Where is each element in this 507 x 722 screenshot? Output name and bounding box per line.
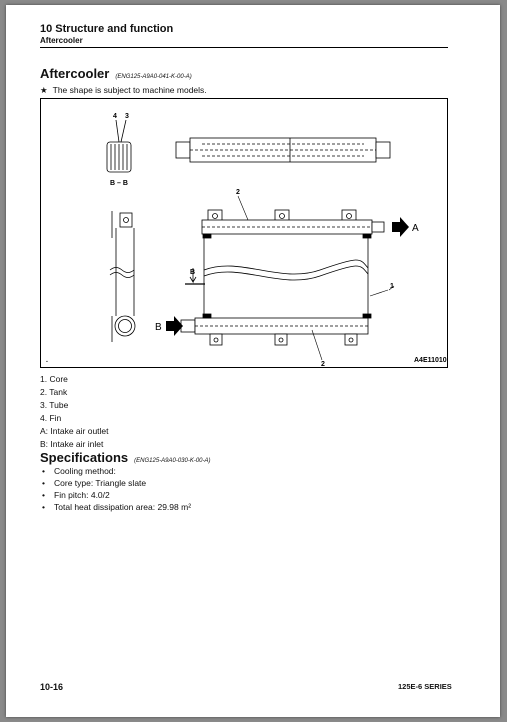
section-view-b-b: [106, 119, 132, 173]
legend-item: 3. Tube: [40, 400, 69, 410]
section-title: 10 Structure and function: [40, 23, 174, 35]
arrow-a-label: A: [412, 223, 419, 234]
legend-list: 1. Core 2. Tank 3. Tube 4. Fin A: Intake…: [40, 373, 109, 451]
front-view: [180, 209, 385, 346]
callout-tube: 3: [125, 113, 129, 120]
specifications-title-text: Specifications: [40, 450, 129, 465]
legend-item: 2. Tank: [40, 387, 68, 397]
spec-item: Core type: Triangle slate: [40, 477, 191, 489]
outlet-arrow-icon: [392, 217, 409, 237]
callout-leaders: [237, 195, 395, 361]
legend-item: A: Intake air outlet: [40, 426, 109, 436]
header-rule: [40, 47, 448, 48]
spec-item: Cooling method:: [40, 465, 191, 477]
callout-tank-top: 2: [236, 189, 240, 196]
figure-dot: .: [46, 357, 48, 364]
specifications-list: Cooling method: Core type: Triangle slat…: [40, 465, 191, 513]
star-icon: ★: [40, 85, 48, 95]
callout-core: 1: [390, 283, 394, 290]
spec-item: Total heat dissipation area: 29.98 m²: [40, 501, 191, 513]
section-label: B – B: [110, 180, 128, 187]
section-marker: B: [190, 269, 195, 276]
callout-fin: 4: [113, 113, 117, 120]
page-title-code: (ENG125-A9A0-041-K-00-A): [115, 74, 192, 80]
spec-item: Fin pitch: 4.0/2: [40, 489, 191, 501]
legend-item: 4. Fin: [40, 413, 62, 423]
inlet-arrow-icon: [166, 316, 183, 336]
subsection-title: Aftercooler: [40, 36, 83, 45]
figure-frame: [40, 98, 448, 368]
manual-page: 10 Structure and function Aftercooler Af…: [6, 5, 500, 717]
legend-item: B: Intake air inlet: [40, 439, 104, 449]
top-view: [175, 137, 391, 163]
legend-item: 1. Core: [40, 374, 68, 384]
aftercooler-figure: 4 3 B – B: [40, 98, 448, 368]
callout-tank-bottom: 2: [321, 361, 325, 368]
specifications-title: Specifications (ENG125-A9A0-030-K-00-A): [40, 450, 211, 465]
page-title-text: Aftercooler: [40, 66, 110, 81]
series-label: 125E-6 SERIES: [398, 682, 452, 691]
arrow-b-label: B: [155, 322, 162, 333]
model-note: ★ The shape is subject to machine models.: [40, 85, 207, 96]
figure-id: A4E11010: [414, 357, 447, 364]
aftercooler-drawing: 4 3 B – B: [40, 98, 448, 368]
page-title: Aftercooler (ENG125-A9A0-041-K-00-A): [40, 66, 192, 81]
model-note-text: The shape is subject to machine models.: [52, 85, 207, 95]
specifications-code: (ENG125-A9A0-030-K-00-A): [134, 458, 211, 464]
side-view: [109, 211, 136, 342]
page-number: 10-16: [40, 682, 64, 692]
